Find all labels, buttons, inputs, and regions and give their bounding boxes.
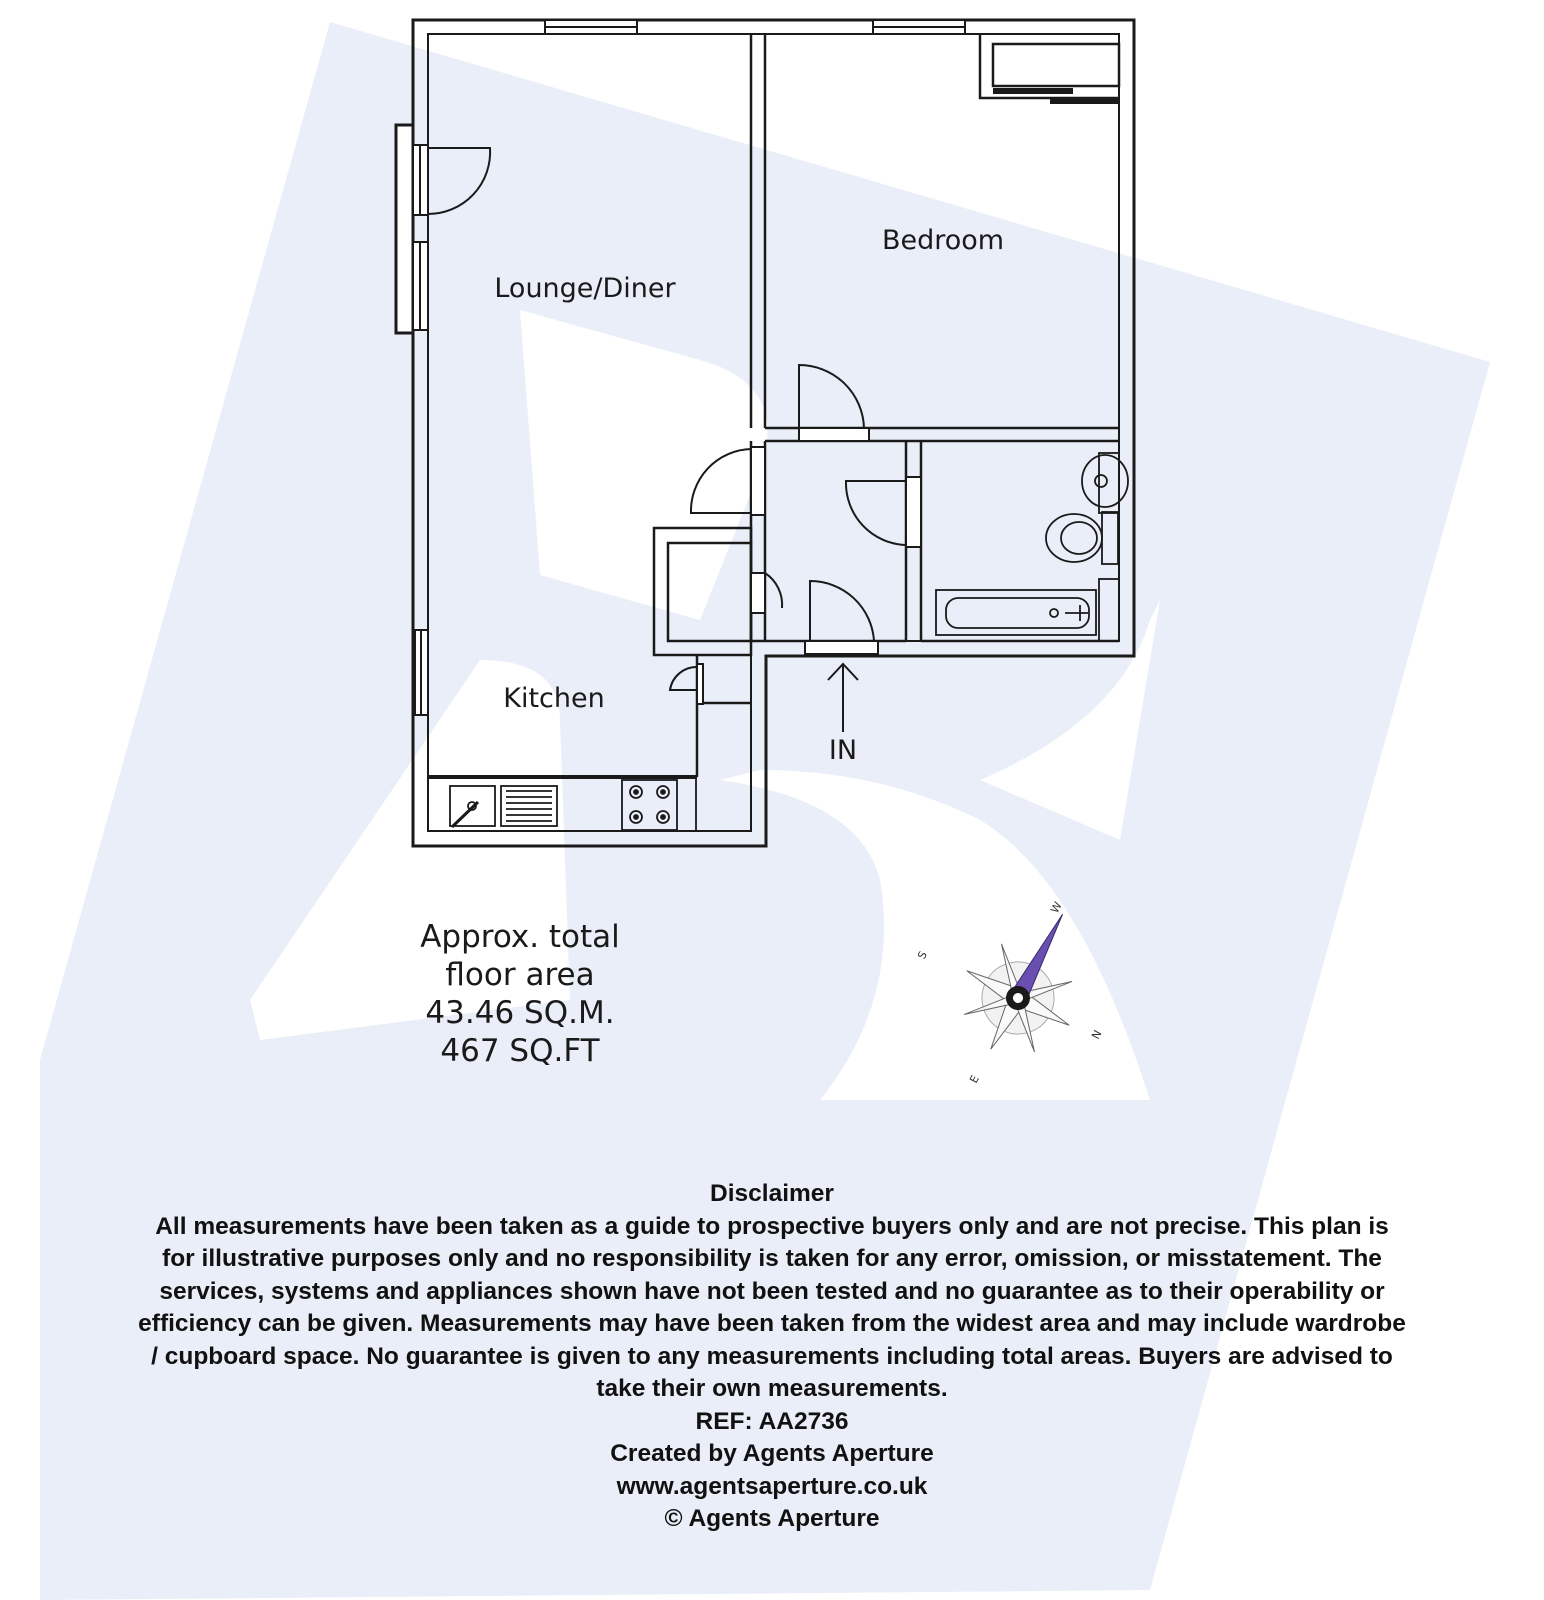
compass-rose <box>963 913 1073 1053</box>
disclaimer-line: services, systems and appliances shown h… <box>159 1277 1385 1305</box>
area-label-line1: Approx. total <box>420 919 620 955</box>
room-label-bedroom: Bedroom <box>882 225 1004 256</box>
room-label-lounge: Lounge/Diner <box>494 273 676 304</box>
area-sqft: 467 SQ.FT <box>440 1033 600 1069</box>
room-label-kitchen: Kitchen <box>503 683 604 714</box>
doors <box>668 363 922 705</box>
balcony-door <box>394 123 492 335</box>
disclaimer-line: All measurements have been taken as a gu… <box>155 1212 1389 1240</box>
disclaimer-line: / cupboard space. No guarantee is given … <box>151 1342 1393 1370</box>
disclaimer-line: efficiency can be given. Measurements ma… <box>138 1310 1406 1337</box>
entrance-arrow <box>827 662 859 732</box>
website-link[interactable]: www.agentsaperture.co.uk <box>616 1472 928 1500</box>
area-label-line2: floor area <box>445 957 595 993</box>
copyright-notice: © Agents Aperture <box>664 1505 880 1532</box>
kitchen-fixtures <box>427 776 697 832</box>
windows <box>414 19 966 716</box>
disclaimer-block: Disclaimer All measurements have been ta… <box>10 1178 1534 1536</box>
entrance-label: IN <box>829 735 857 766</box>
area-sqm: 43.46 SQ.M. <box>425 995 615 1031</box>
disclaimer-line: take their own measurements. <box>596 1375 948 1402</box>
bathroom-fixtures <box>935 452 1129 642</box>
creator-credit: Created by Agents Aperture <box>610 1440 934 1467</box>
disclaimer-line: for illustrative purposes only and no re… <box>162 1245 1382 1272</box>
floor-area-summary: Approx. total floor area 43.46 SQ.M. 467… <box>390 918 650 1070</box>
reference-number: REF: AA2736 <box>695 1407 849 1435</box>
wardrobe-doors <box>993 88 1119 104</box>
disclaimer-heading: Disclaimer <box>710 1180 834 1207</box>
